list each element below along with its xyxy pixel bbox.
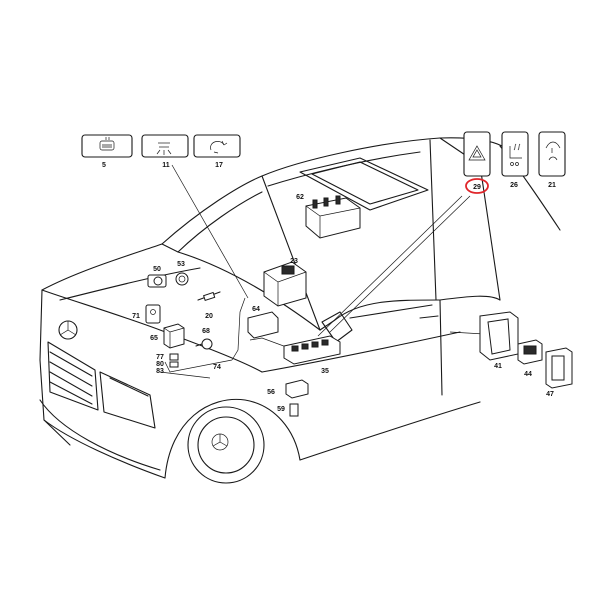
callout-74: 74: [213, 364, 221, 371]
part-77-80-83-connectors: 77 80 83 74: [156, 353, 221, 375]
car-outline: [39, 137, 561, 484]
part-68-bulb: 68: [195, 328, 213, 350]
callout-65: 65: [150, 335, 158, 342]
interior-light-icon: [156, 142, 172, 155]
part-47-frame: 47: [545, 347, 573, 398]
part-65-relay: 65: [150, 323, 185, 349]
callout-41: 41: [494, 363, 502, 370]
callout-56: 56: [267, 389, 275, 396]
icon-panel-11: 11: [141, 134, 189, 169]
callout-77: 77: [156, 354, 164, 361]
callout-20: 20: [205, 313, 213, 320]
part-59-clip: 59: [277, 403, 299, 417]
part-62-module: 62: [296, 194, 361, 239]
callout-64: 64: [252, 306, 260, 313]
highlight-ring-29: [465, 178, 489, 194]
part-71-bracket: 71: [132, 304, 161, 324]
callout-44: 44: [524, 371, 532, 378]
icon-label-26: 26: [510, 182, 518, 189]
callout-59: 59: [277, 406, 285, 413]
icon-label-5: 5: [102, 162, 106, 169]
icon-panel-17: 17: [193, 134, 241, 169]
icon-label-11: 11: [162, 162, 170, 169]
callout-23: 23: [290, 258, 298, 265]
callout-47: 47: [546, 391, 554, 398]
icon-panel-29: 29: [463, 131, 491, 194]
callout-83: 83: [156, 368, 164, 375]
part-41-bezel: 41: [479, 311, 519, 370]
icon-label-29: 29: [473, 184, 481, 191]
part-44-switch: 44: [517, 339, 543, 378]
callout-71: 71: [132, 313, 140, 320]
climate-vent-icon: [545, 141, 561, 161]
part-35-switch-panel: 35: [283, 335, 341, 375]
icon-panel-21: 21: [538, 131, 566, 189]
callout-50: 50: [153, 266, 161, 273]
icon-panel-26: 26: [501, 131, 529, 189]
recirculation-icon: [210, 140, 228, 154]
callout-53: 53: [177, 261, 185, 268]
hazard-warning-icon: [468, 145, 486, 161]
icon-panel-5: 5: [81, 134, 133, 169]
part-20-cable: 20: [197, 291, 221, 320]
icon-label-21: 21: [548, 182, 556, 189]
icon-label-17: 17: [215, 162, 223, 169]
part-64-relay: 64: [247, 306, 279, 339]
seat-heater-icon: [509, 143, 522, 166]
part-53-knob: 53: [175, 261, 189, 286]
rear-defrost-icon: [99, 137, 115, 151]
part-56-switch: 56: [267, 379, 309, 399]
callout-62: 62: [296, 194, 304, 201]
callout-35: 35: [321, 368, 329, 375]
part-23-switch-block: 23: [263, 258, 307, 307]
part-50-sensor: 50: [147, 266, 167, 288]
callout-68: 68: [202, 328, 210, 335]
callout-80: 80: [156, 361, 164, 368]
